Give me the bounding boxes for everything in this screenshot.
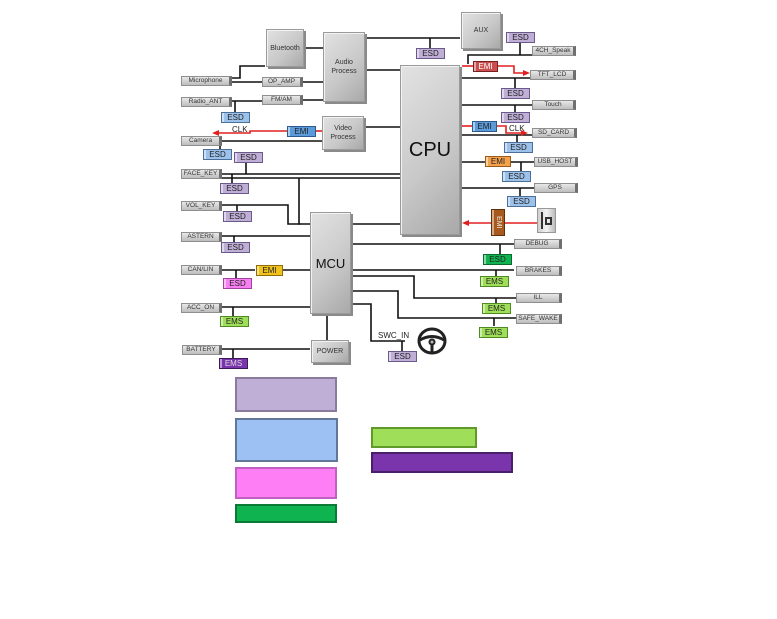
esd-chip-face-key: ESD xyxy=(220,183,249,194)
legend-swatch-ems-violet xyxy=(371,452,513,473)
touch-label: Touch xyxy=(532,100,576,110)
mcu-block: MCU xyxy=(310,212,351,314)
mcu-label: MCU xyxy=(315,255,346,271)
esd-chip-astern: ESD xyxy=(221,242,250,253)
can-lin-label: CAN/LIN xyxy=(181,265,222,275)
esd-chip-4ch: ESD xyxy=(506,32,535,43)
emi-chip-io: EMI xyxy=(491,209,505,236)
gps-label: GPS xyxy=(534,183,578,193)
power-label: POWER xyxy=(316,348,344,355)
brakes-label: BRAKES xyxy=(516,266,562,276)
vol-key-label: VOL_KEY xyxy=(181,201,222,211)
emi-chip-camera: EMI xyxy=(287,126,316,137)
clk-signal-right: CLK xyxy=(509,124,525,133)
io-connector-icon xyxy=(537,208,556,233)
ems-chip-ill: EMS xyxy=(482,303,511,314)
esd-chip-swc: ESD xyxy=(388,351,417,362)
esd-chip-can: ESD xyxy=(223,278,252,289)
steering-wheel-icon xyxy=(417,327,447,355)
esd-chip-camera: ESD xyxy=(203,149,232,160)
ill-label: ILL xyxy=(516,293,562,303)
esd-chip-vol-key: ESD xyxy=(223,211,252,222)
usb-host-label: USB_HOST xyxy=(534,157,578,167)
esd-chip-sd: ESD xyxy=(504,142,533,153)
esd-chip-radio: ESD xyxy=(221,112,250,123)
legend-swatch-esd-pink xyxy=(235,467,337,499)
emi-chip-tft: EMI xyxy=(473,61,498,72)
legend-swatch-esd-green xyxy=(235,504,337,523)
esd-chip-audio: ESD xyxy=(416,48,445,59)
debug-label: DEBUG xyxy=(514,239,562,249)
radio-ant-label: Radio_ANT xyxy=(181,97,232,107)
emi-chip-sd: EMI xyxy=(472,121,497,132)
esd-chip-gps: ESD xyxy=(507,196,536,207)
legend-swatch-esd-purple xyxy=(235,377,337,412)
face-key-label: FACE_KEY xyxy=(181,169,222,179)
audio-process-label: Audio Process xyxy=(331,59,357,75)
microphone-label: Microphone xyxy=(181,76,232,86)
fm-am-label: FM/AM xyxy=(262,95,303,105)
legend-swatch-ems-lime xyxy=(371,427,477,448)
clk-signal-left: CLK xyxy=(232,125,248,134)
emi-chip-can: EMI xyxy=(256,265,283,276)
cpu-label: CPU xyxy=(408,138,452,161)
aux-label: AUX xyxy=(473,27,489,34)
esd-chip-usb: ESD xyxy=(502,171,531,182)
astern-label: ASTERN xyxy=(181,232,222,242)
camera-label: Camera xyxy=(181,136,222,146)
4ch-speak-label: 4CH_Speak xyxy=(532,46,576,56)
cpu-block: CPU xyxy=(400,65,460,235)
esd-chip-debug: ESD xyxy=(483,254,512,265)
legend-swatch-esd-blue xyxy=(235,418,338,462)
sd-card-label: SD_CARD xyxy=(532,128,577,138)
aux-block: AUX xyxy=(461,12,501,49)
ems-chip-acc: EMS xyxy=(220,316,249,327)
power-block: POWER xyxy=(311,340,349,363)
video-process-label: Video Process xyxy=(330,125,356,141)
safe-wake-label: SAFE_WAKE xyxy=(516,314,562,324)
bluetooth-block: Bluetooth xyxy=(266,29,304,67)
ems-chip-safe-wake: EMS xyxy=(479,327,508,338)
bluetooth-label: Bluetooth xyxy=(270,44,300,52)
esd-chip-touch: ESD xyxy=(501,112,530,123)
swc-in-label: SWC_IN xyxy=(378,331,410,340)
ems-chip-brakes: EMS xyxy=(480,276,509,287)
esd-chip-tft: ESD xyxy=(501,88,530,99)
tft-lcd-label: TFT_LCD xyxy=(530,70,576,80)
video-process-block: Video Process xyxy=(322,116,364,150)
op-amp-label: OP_AMP xyxy=(262,77,303,87)
battery-label: BATTERY xyxy=(182,345,222,355)
ems-chip-battery: EMS xyxy=(219,358,248,369)
esd-chip-camera-2: ESD xyxy=(234,152,263,163)
audio-process-block: Audio Process xyxy=(323,32,365,102)
acc-on-label: ACC_ON xyxy=(181,303,222,313)
emi-chip-usb: EMI xyxy=(485,156,511,167)
